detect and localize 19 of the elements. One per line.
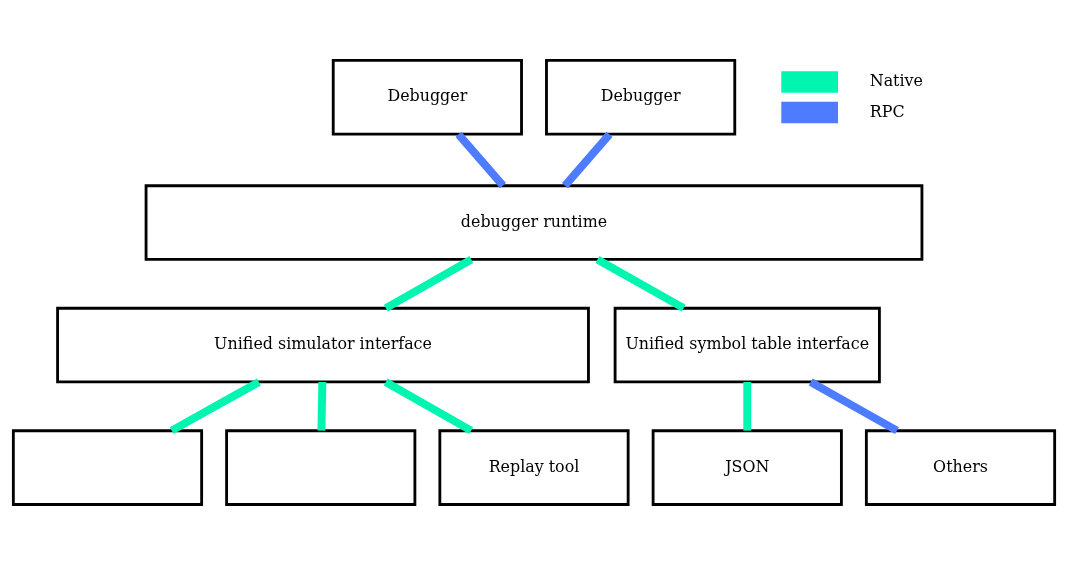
- legend-label: RPC: [869, 101, 905, 121]
- node-box: Unified simulator interface: [56, 306, 590, 384]
- node-box: debugger runtime: [144, 184, 924, 261]
- connector: [455, 131, 507, 189]
- connector: [561, 131, 613, 189]
- node-box: Unified symbol table interface: [613, 306, 881, 384]
- node-box: Debugger: [545, 58, 737, 136]
- legend-label: Native: [869, 71, 923, 91]
- connector: [383, 256, 474, 312]
- node-box: [11, 429, 204, 506]
- node-box: Replay tool: [438, 429, 630, 506]
- connector: [383, 378, 474, 435]
- node-box: Debugger: [331, 58, 523, 136]
- node-box: [225, 429, 417, 506]
- connector: [595, 256, 686, 312]
- connector: [169, 378, 261, 435]
- node-box: Others: [864, 429, 1057, 506]
- connector: [808, 378, 899, 435]
- node-box: JSON: [651, 429, 843, 506]
